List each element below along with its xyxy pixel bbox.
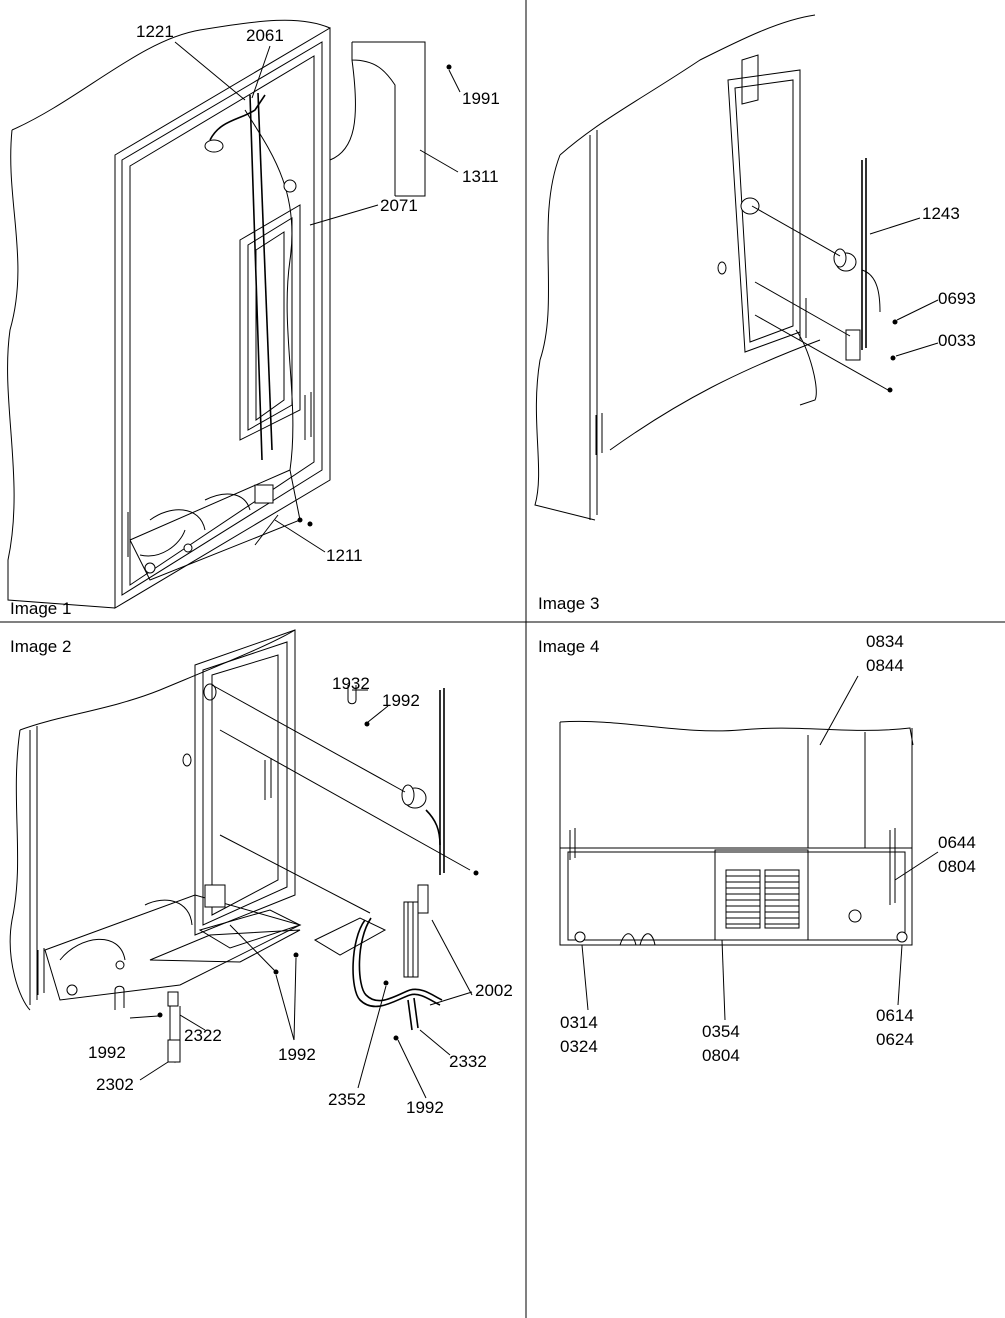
callout-0314: 0314 — [560, 1013, 598, 1032]
callout-0624: 0624 — [876, 1030, 914, 1049]
callout-1992-middle: 1992 — [278, 1045, 316, 1064]
callout-2302: 2302 — [96, 1075, 134, 1094]
panel-title-image-2: Image 2 — [10, 637, 71, 656]
callout-0834: 0834 — [866, 632, 904, 651]
callout-1211: 1211 — [326, 546, 363, 565]
callout-0644: 0644 — [938, 833, 976, 852]
callout-0804-bottom: 0804 — [702, 1046, 740, 1065]
callout-0844: 0844 — [866, 656, 904, 675]
callout-2071: 2071 — [380, 196, 418, 215]
panel-image-3: 1243 0693 0033 Image 3 — [534, 14, 976, 613]
callout-1243: 1243 — [922, 204, 960, 223]
callout-1932: 1932 — [332, 674, 370, 693]
grille — [725, 869, 800, 929]
panel-title-image-3: Image 3 — [538, 594, 599, 613]
callout-0324: 0324 — [560, 1037, 598, 1056]
callout-0693: 0693 — [938, 289, 976, 308]
callout-1311: 1311 — [462, 167, 499, 186]
panel-title-image-1: Image 1 — [10, 599, 71, 618]
callout-2332: 2332 — [449, 1052, 487, 1071]
callout-2352: 2352 — [328, 1090, 366, 1109]
callout-1221: 1221 — [136, 22, 174, 41]
callout-1992-left: 1992 — [88, 1043, 126, 1062]
callout-0614: 0614 — [876, 1006, 914, 1025]
panel-title-image-4: Image 4 — [538, 637, 599, 656]
callout-0354: 0354 — [702, 1022, 740, 1041]
callout-0033: 0033 — [938, 331, 976, 350]
callout-0804-right: 0804 — [938, 857, 976, 876]
callout-1992-top: 1992 — [382, 691, 420, 710]
callout-2002: 2002 — [475, 981, 513, 1000]
callout-2061: 2061 — [246, 26, 284, 45]
callout-1991: 1991 — [462, 89, 500, 108]
panel-image-1: 1221 2061 1991 1311 2071 1211 Image 1 — [7, 19, 500, 618]
callout-2322: 2322 — [184, 1026, 222, 1045]
panel-image-2: 1932 1992 2002 2332 1992 2352 2322 1992 … — [9, 629, 513, 1117]
callout-1992-bottom-right: 1992 — [406, 1098, 444, 1117]
panel-image-4: 0834 0844 0644 0804 0314 0324 0354 0804 … — [538, 632, 976, 1065]
